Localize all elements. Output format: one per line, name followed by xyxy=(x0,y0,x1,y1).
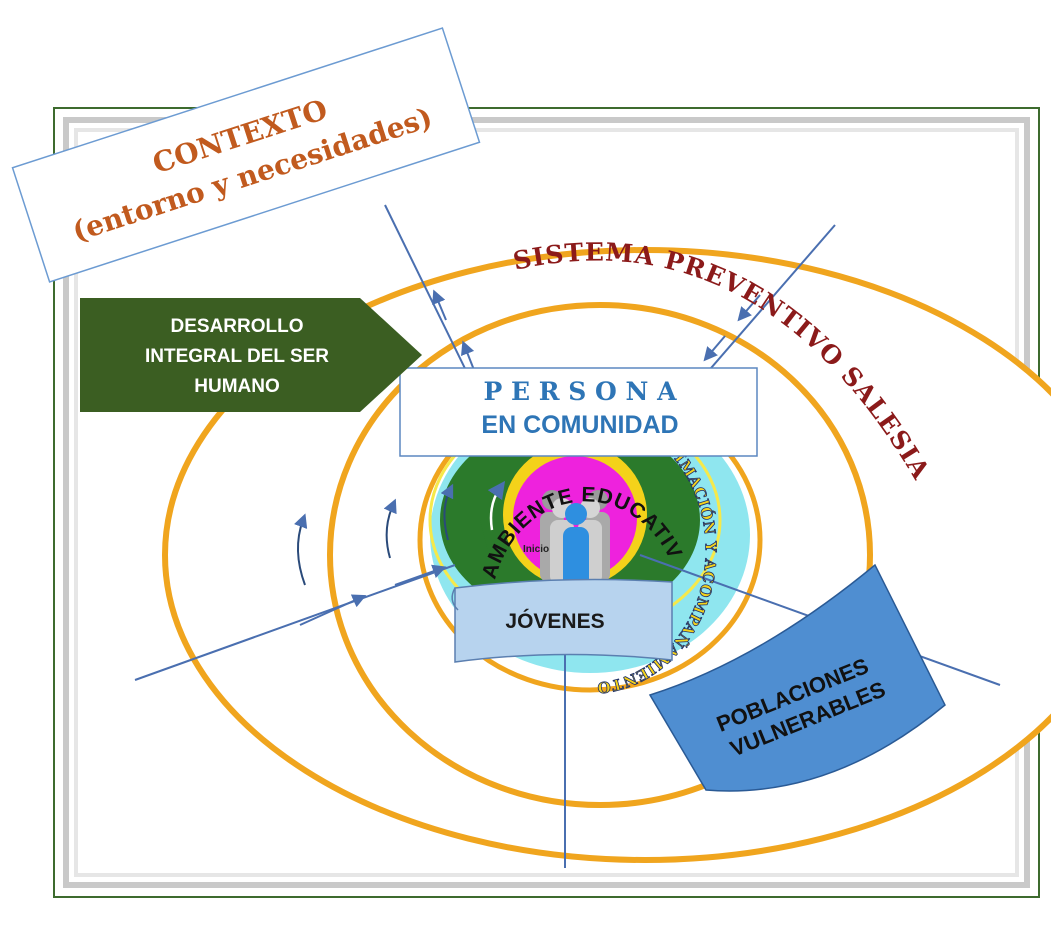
ray-left xyxy=(134,564,456,681)
rotate-arrow-1 xyxy=(294,513,308,586)
persona-box: P E R S O N A EN COMUNIDAD xyxy=(399,367,758,457)
desarrollo-line3: HUMANO xyxy=(194,376,280,397)
ray-top-arrow-2 xyxy=(461,340,475,371)
ray-top-arrow xyxy=(432,289,447,321)
poblaciones-banner: POBLACIONES VULNERABLES xyxy=(648,563,946,792)
rotate-arrow-3 xyxy=(440,483,454,541)
ray-left-arrow xyxy=(299,594,367,626)
jovenes-label: JÓVENES xyxy=(505,609,604,633)
ray-top-right-arrow xyxy=(737,294,761,322)
ray-left-arrow-2 xyxy=(394,564,447,586)
persona-line2: EN COMUNIDAD xyxy=(481,411,678,439)
jovenes-banner: JÓVENES xyxy=(451,578,673,663)
persona-line1: P E R S O N A xyxy=(484,377,678,406)
desarrollo-integral-shape: DESARROLLO INTEGRAL DEL SER HUMANO xyxy=(80,298,422,412)
rotate-arrow-2 xyxy=(383,498,397,559)
desarrollo-line1: DESARROLLO xyxy=(171,316,304,337)
inicio-label: Inicio xyxy=(523,544,549,555)
desarrollo-line2: INTEGRAL DEL SER xyxy=(145,346,329,367)
rotate-arrow-white xyxy=(487,480,506,531)
ray-top-right-arrow-2 xyxy=(703,335,726,362)
green-wedge xyxy=(440,520,500,600)
people-group-icon xyxy=(540,490,610,589)
